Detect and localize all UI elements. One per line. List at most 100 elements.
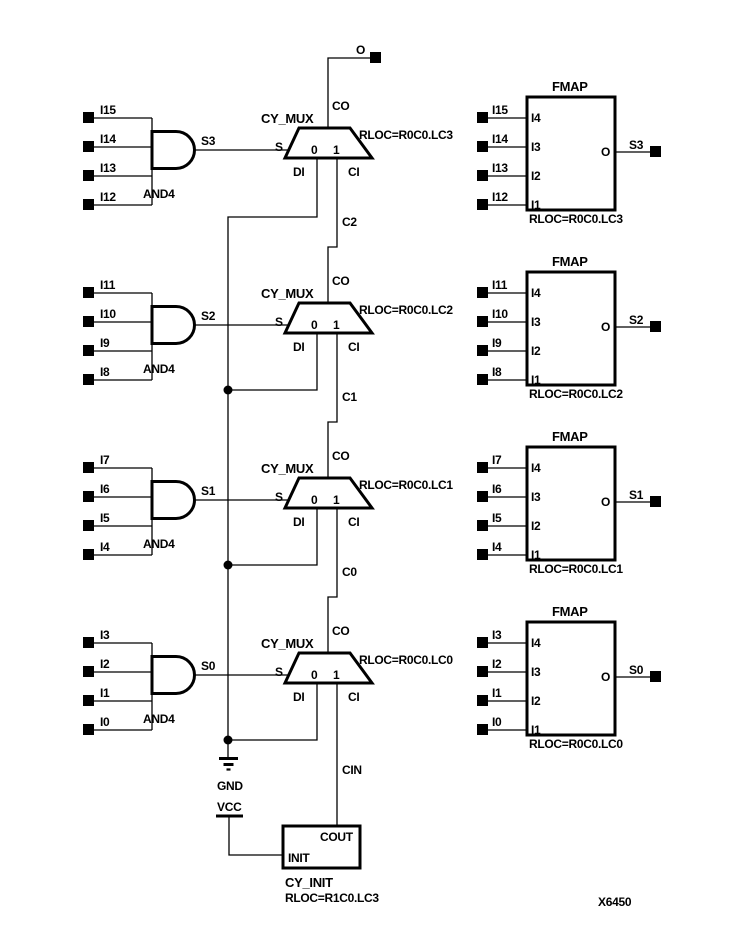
fmap-box-2	[525, 270, 617, 387]
pin-di: DI	[293, 515, 304, 529]
pin-ci: CI	[348, 165, 359, 179]
input-label: I3	[492, 628, 502, 642]
cy-mux-label: CY_MUX	[261, 461, 314, 476]
junction-dot	[223, 735, 233, 745]
input-label: I10	[492, 307, 508, 321]
net-label-o: O	[356, 43, 365, 57]
pin-i1: I1	[531, 548, 541, 562]
pin-i3: I3	[531, 665, 541, 679]
and4-label: AND4	[143, 712, 175, 726]
sum-label: S2	[201, 309, 216, 323]
pin-di: DI	[293, 340, 304, 354]
pin-1: 1	[333, 318, 340, 332]
sum-label: S3	[201, 134, 216, 148]
wire-carry-c0	[327, 508, 338, 653]
cy-mux-label: CY_MUX	[261, 111, 314, 126]
net-label-c2: C2	[342, 215, 357, 229]
input-label: I7	[492, 453, 502, 467]
cy-mux-symbol-1	[282, 126, 375, 160]
pin-1: 1	[333, 668, 340, 682]
input-label: I6	[492, 482, 502, 496]
and4-label: AND4	[143, 537, 175, 551]
and4-label: AND4	[143, 187, 175, 201]
input-label: I2	[100, 657, 110, 671]
pin-1: 1	[333, 143, 340, 157]
input-label: I13	[492, 161, 508, 175]
input-label: I3	[100, 628, 110, 642]
net-label-cin: CIN	[342, 763, 362, 777]
input-label: I4	[100, 540, 110, 554]
cy-init-box	[281, 824, 362, 870]
cy-mux-symbol-3	[282, 476, 375, 510]
pin-ci: CI	[348, 340, 359, 354]
pin-1: 1	[333, 493, 340, 507]
pin-co: CO	[332, 274, 349, 288]
input-label: I5	[100, 511, 110, 525]
pin-i4: I4	[531, 111, 541, 125]
input-label: I2	[492, 657, 502, 671]
sum-label: S0	[201, 659, 216, 673]
net-label-c0: C0	[342, 565, 357, 579]
fmap-rloc-label: RLOC=R0C0.LC1	[529, 562, 623, 576]
pin-i1: I1	[531, 198, 541, 212]
pin-i3: I3	[531, 140, 541, 154]
fmap-title: FMAP	[552, 79, 588, 94]
labels: O C2 C1 C0 CIN I15 I14 I13 I12 AND4 S3 C…	[100, 43, 644, 909]
pin-i2: I2	[531, 344, 541, 358]
vcc-label: VCC	[217, 800, 242, 814]
fmap-rloc-label: RLOC=R0C0.LC2	[529, 387, 623, 401]
and4-gate-3	[150, 480, 196, 520]
pin-i3: I3	[531, 315, 541, 329]
wire-di-branch-row4	[228, 683, 318, 741]
pin-i4: I4	[531, 461, 541, 475]
input-label: I7	[100, 453, 110, 467]
input-label: I12	[100, 190, 116, 204]
wire-carry-c1	[327, 333, 338, 478]
pin-o: O	[601, 670, 610, 684]
pin-di: DI	[293, 690, 304, 704]
pin-s: S	[275, 665, 283, 679]
input-label: I11	[100, 278, 116, 292]
input-label: I6	[100, 482, 110, 496]
junction-dot	[223, 560, 233, 570]
component-symbols	[150, 95, 617, 870]
input-label: I0	[492, 715, 502, 729]
input-label: I4	[492, 540, 502, 554]
pin-di: DI	[293, 165, 304, 179]
and4-gate-4	[150, 655, 196, 695]
sum-label: S0	[629, 663, 644, 677]
input-label: I14	[492, 132, 508, 146]
pin-s: S	[275, 140, 283, 154]
pin-o: O	[601, 320, 610, 334]
wire-di-branch-row3	[228, 508, 318, 566]
pin-0: 0	[311, 318, 318, 332]
pin-0: 0	[311, 668, 318, 682]
input-label: I13	[100, 161, 116, 175]
figure-number: X6450	[598, 895, 632, 909]
pin-i2: I2	[531, 694, 541, 708]
pin-i2: I2	[531, 519, 541, 533]
pin-cout: COUT	[320, 830, 354, 844]
fmap-box-1	[525, 95, 617, 212]
input-label: I15	[492, 103, 508, 117]
pin-ci: CI	[348, 515, 359, 529]
io-terminals	[83, 52, 661, 735]
junction-dot	[223, 385, 233, 395]
pin-i2: I2	[531, 169, 541, 183]
fmap-title: FMAP	[552, 604, 588, 619]
input-label: I8	[492, 365, 502, 379]
pin-co: CO	[332, 99, 349, 113]
wire-di-branch-row2	[228, 333, 318, 391]
input-label: I5	[492, 511, 502, 525]
cy-init-rloc-label: RLOC=R1C0.LC3	[285, 891, 379, 905]
fmap-box-3	[525, 445, 617, 562]
input-label: I11	[492, 278, 508, 292]
input-label: I9	[492, 336, 502, 350]
pin-s: S	[275, 315, 283, 329]
fmap-title: FMAP	[552, 429, 588, 444]
sum-label: S1	[201, 484, 216, 498]
pin-0: 0	[311, 143, 318, 157]
pin-o: O	[601, 145, 610, 159]
pin-i3: I3	[531, 490, 541, 504]
